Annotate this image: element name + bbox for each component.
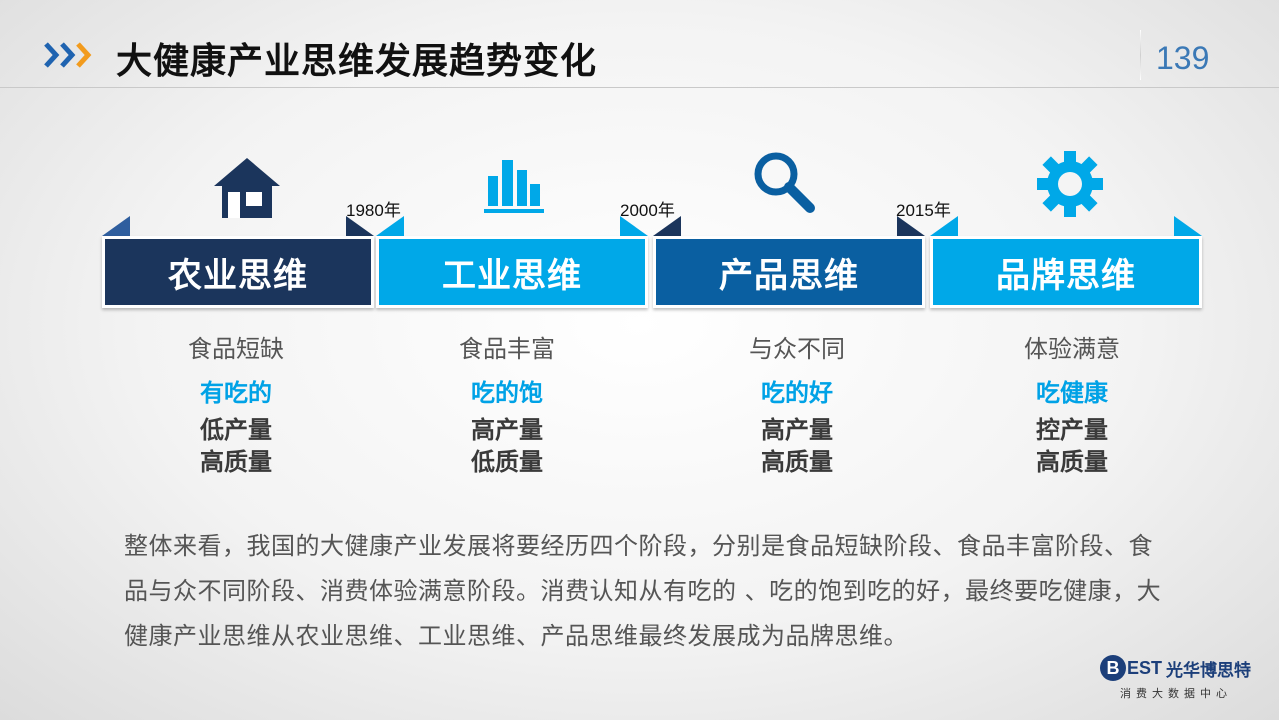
stage-details-brand: 体验满意 吃健康 控产量 高质量 — [936, 330, 1208, 478]
stage-quality: 高质量 — [761, 448, 833, 476]
stage-label: 农业思维 — [168, 255, 308, 296]
stage-tab-right — [620, 216, 648, 236]
stage-output: 低产量 — [200, 416, 272, 444]
stage-product: 产品思维 — [653, 216, 925, 310]
year-label-2000: 2000年 — [620, 201, 675, 220]
stage-tab-right — [897, 216, 925, 236]
page-title: 大健康产业思维发展趋势变化 — [116, 41, 598, 82]
stage-consumer-need: 吃健康 — [1036, 379, 1108, 407]
year-label-2015: 2015年 — [896, 201, 951, 220]
stage-output: 控产量 — [1036, 416, 1108, 444]
stage-quality: 低质量 — [471, 448, 543, 476]
header-divider — [1140, 30, 1141, 80]
stage-box: 品牌思维 — [930, 236, 1202, 308]
header-bar — [0, 0, 1279, 88]
stage-tab-left — [376, 216, 404, 236]
stage-tab-left — [930, 216, 958, 236]
stage-industry: 工业思维 — [376, 216, 648, 310]
stage-consumer-need: 有吃的 — [200, 379, 272, 407]
stage-state: 食品短缺 — [188, 335, 284, 363]
stage-agriculture: 农业思维 — [102, 216, 374, 310]
logo-chinese-text: 光华博思特 — [1166, 660, 1252, 681]
stage-details-product: 与众不同 吃的好 高产量 高质量 — [661, 330, 933, 478]
stage-box: 工业思维 — [376, 236, 648, 308]
stage-box: 农业思维 — [102, 236, 374, 308]
stage-tab-right — [1174, 216, 1202, 236]
stage-tab-right — [346, 216, 374, 236]
stage-details-agriculture: 食品短缺 有吃的 低产量 高质量 — [100, 330, 372, 478]
bar-chart-icon — [484, 160, 544, 213]
stage-quality: 高质量 — [200, 448, 272, 476]
stage-details-industry: 食品丰富 吃的饱 高产量 低质量 — [371, 330, 643, 478]
search-icon — [754, 152, 815, 213]
stage-state: 与众不同 — [749, 335, 845, 363]
logo-wordmark: B EST 光华博思特 — [1100, 655, 1251, 681]
logo-subtitle: 消费大数据中心 — [1120, 687, 1232, 700]
page-number: 139 — [1156, 40, 1210, 76]
stage-output: 高产量 — [761, 416, 833, 444]
house-icon — [214, 158, 280, 218]
logo-mark: B — [1100, 655, 1126, 681]
stage-quality: 高质量 — [1036, 448, 1108, 476]
stage-box: 产品思维 — [653, 236, 925, 308]
summary-paragraph: 整体来看，我国的大健康产业发展将要经历四个阶段，分别是食品短缺阶段、食品丰富阶段… — [124, 532, 1162, 650]
logo-latin-text: EST — [1127, 657, 1163, 678]
stage-label: 产品思维 — [719, 255, 859, 296]
stage-consumer-need: 吃的饱 — [471, 379, 543, 407]
stage-output: 高产量 — [471, 416, 543, 444]
stage-consumer-need: 吃的好 — [761, 379, 833, 407]
gear-icon — [1037, 151, 1103, 217]
chevron-right-icon — [44, 42, 92, 68]
stage-state: 食品丰富 — [459, 335, 555, 363]
stage-brand: 品牌思维 — [930, 216, 1202, 310]
stage-tab-left — [102, 216, 130, 236]
company-logo: B EST 光华博思特 消费大数据中心 — [1100, 655, 1265, 705]
stage-state: 体验满意 — [1024, 335, 1120, 363]
stage-tab-left — [653, 216, 681, 236]
stage-label: 品牌思维 — [996, 255, 1136, 296]
stage-label: 工业思维 — [442, 255, 582, 296]
year-label-1980: 1980年 — [346, 201, 401, 220]
